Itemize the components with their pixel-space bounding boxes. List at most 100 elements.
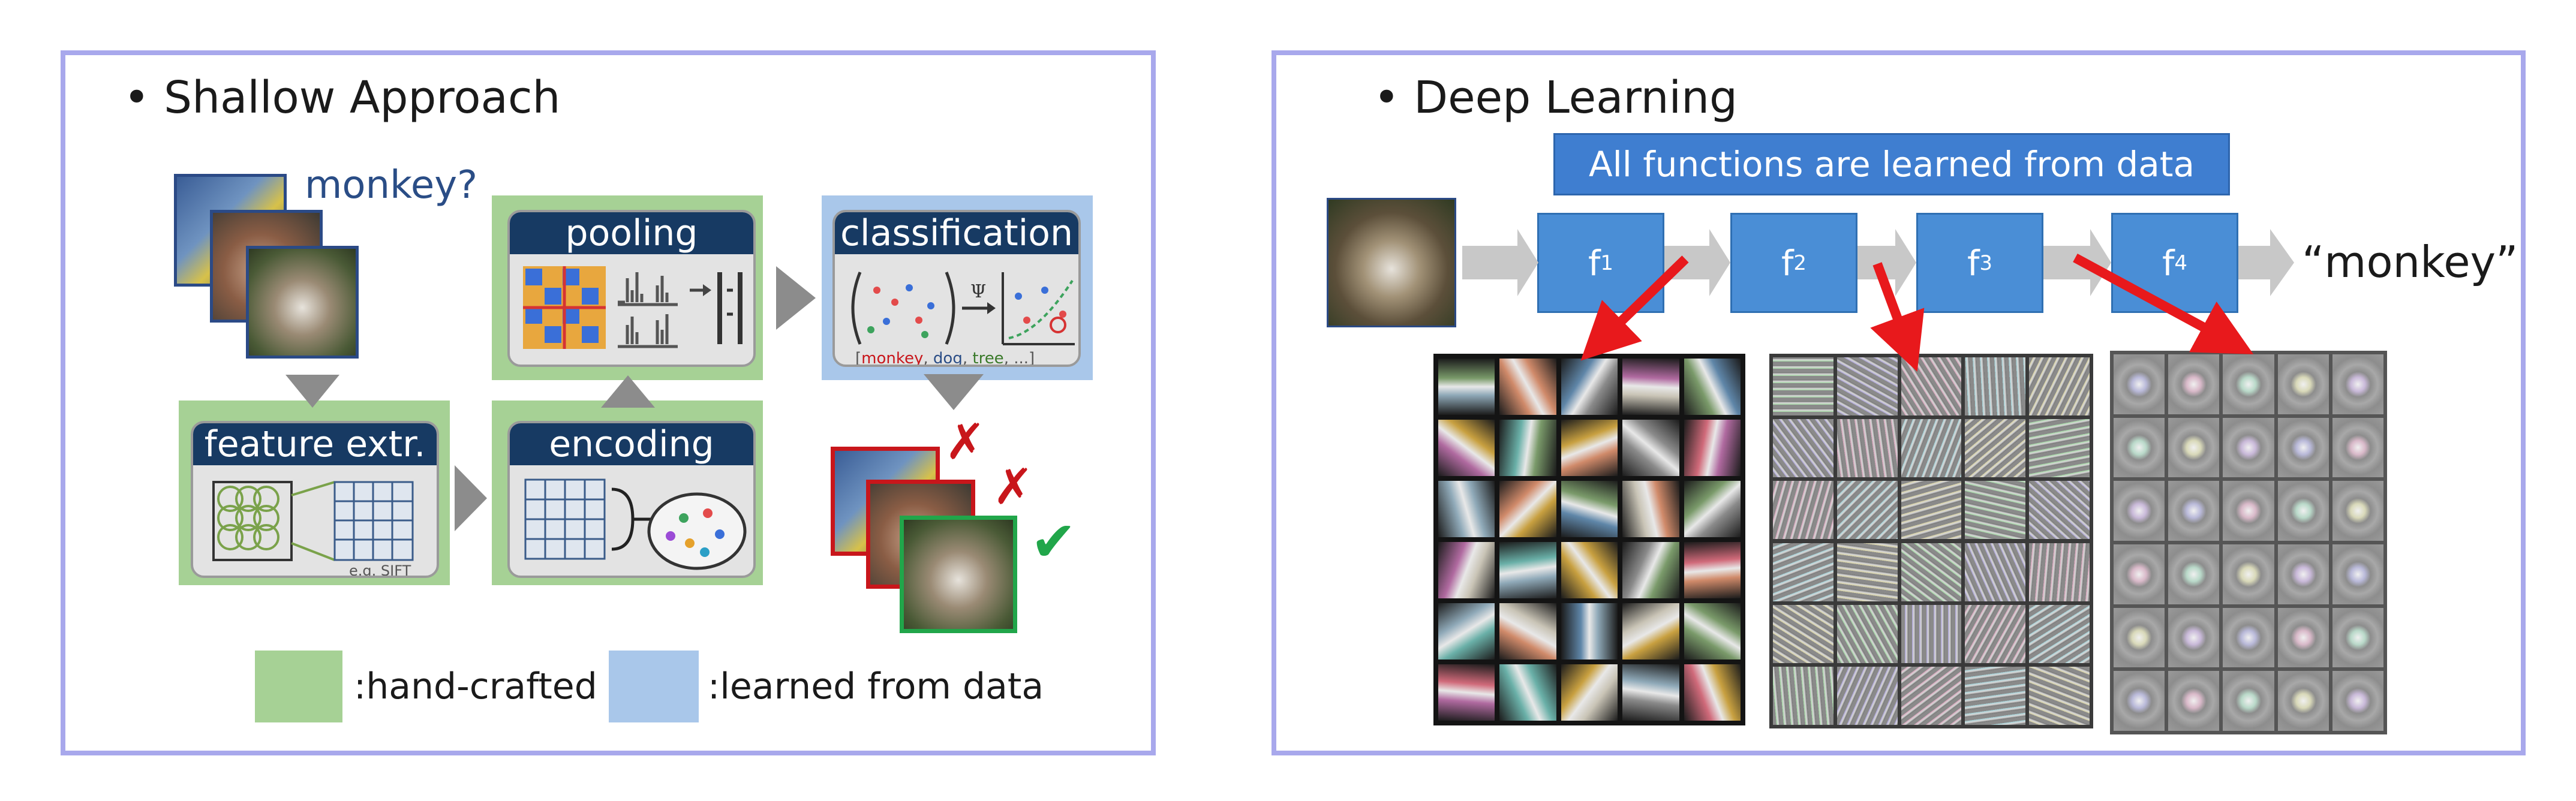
layer3-filters-grid [2110, 351, 2387, 734]
filter-tile [1622, 664, 1679, 721]
filter-tile [1438, 542, 1495, 598]
filter-tile [1499, 359, 1556, 415]
layer2-filters-grid [1769, 354, 2093, 728]
wrong-mark-car: ✗ [945, 414, 986, 471]
filter-tile [1836, 419, 1898, 478]
filter-tile [2168, 544, 2220, 604]
sift-note: e.g. SIFT [349, 562, 411, 578]
filter-tile [2277, 671, 2329, 731]
filter-tile [1773, 481, 1833, 540]
filter-tile [1684, 664, 1741, 721]
filter-tile [2168, 417, 2220, 478]
pooling-title: pooling [510, 212, 753, 254]
filter-tile [2332, 544, 2383, 604]
legend-swatch-learned [609, 651, 699, 722]
filter-tile [1684, 542, 1741, 598]
feature-extraction-title: feature extr. [193, 423, 437, 465]
filter-tile [1773, 604, 1833, 663]
filter-tile [1901, 604, 1962, 663]
learned-functions-banner: All functions are learned from data [1553, 133, 2230, 195]
filter-tile [2223, 607, 2274, 668]
filter-tile [1622, 542, 1679, 598]
pooling-card: pooling [507, 210, 756, 367]
filter-tile [2029, 419, 2090, 478]
filter-tile [1773, 543, 1833, 601]
classification-card: classification Ψ [monkey, dog, tree, ...… [832, 210, 1081, 367]
filter-tile [2332, 354, 2383, 414]
arrow-to-results [924, 374, 984, 410]
classifier-symbol: Ψ [970, 281, 986, 302]
sift-illustration: e.g. SIFT [212, 481, 414, 578]
query-label: monkey? [305, 163, 478, 207]
filter-tile [2332, 607, 2383, 668]
classification-title: classification [835, 212, 1078, 254]
filter-tile [1901, 666, 1962, 725]
filter-tile [1622, 420, 1679, 476]
filter-tile [1965, 357, 2026, 416]
legend-swatch-hand-crafted [255, 651, 342, 722]
filter-tile [2223, 671, 2274, 731]
filter-tile [2029, 604, 2090, 663]
class-label-dog: dog [933, 350, 963, 367]
filter-tile [1438, 664, 1495, 721]
filter-tile [2277, 354, 2329, 414]
filter-tile [2332, 481, 2383, 541]
filter-tile [1965, 543, 2026, 601]
filter-tile [1622, 359, 1679, 415]
class-label-tree: tree [972, 350, 1003, 367]
encoding-title: encoding [510, 423, 753, 465]
filter-tile [2114, 417, 2165, 478]
filter-tile [2277, 481, 2329, 541]
filter-tile [1499, 664, 1556, 721]
filter-tile [1965, 481, 2026, 540]
svg-text:[monkey, dog, tree, ...]: [monkey, dog, tree, ...] [855, 350, 1035, 367]
filter-tile [1499, 542, 1556, 598]
filter-tile [1901, 419, 1962, 478]
feature-extraction-card: feature extr. e.g. SIFT [191, 421, 439, 578]
filter-tile [1773, 357, 1833, 416]
shallow-approach-heading: • Shallow Approach [124, 72, 561, 124]
filter-tile [1622, 603, 1679, 660]
filter-tile [1438, 481, 1495, 537]
filter-tile [2223, 417, 2274, 478]
filter-tile [1499, 420, 1556, 476]
filter-tile [1622, 481, 1679, 537]
output-image-monkey [900, 516, 1017, 633]
filter-tile [1965, 419, 2026, 478]
filter-tile [1773, 666, 1833, 725]
filter-tile [1836, 604, 1898, 663]
filter-tile [2114, 354, 2165, 414]
filter-tile [2168, 354, 2220, 414]
filter-tile [1773, 419, 1833, 478]
correct-mark-monkey: ✔ [1030, 510, 1077, 574]
filter-tile [1684, 359, 1741, 415]
filter-tile [1836, 481, 1898, 540]
classification-illustration: Ψ [monkey, dog, tree, ...] [851, 272, 1075, 367]
filter-tile [1836, 666, 1898, 725]
filter-tile [1438, 420, 1495, 476]
filter-tile [2332, 671, 2383, 731]
filter-tile [2332, 417, 2383, 478]
filter-tile [2168, 607, 2220, 668]
filter-tile [1438, 603, 1495, 660]
input-image-monkey [246, 246, 359, 359]
class-label-monkey: monkey [861, 350, 923, 367]
filter-tile [2114, 544, 2165, 604]
filter-tile [1684, 420, 1741, 476]
legend-label-hand-crafted: :hand-crafted [354, 666, 597, 707]
filter-tile [1561, 664, 1618, 721]
filter-tile [2168, 481, 2220, 541]
filter-tile [2029, 481, 2090, 540]
filter-tile [2168, 671, 2220, 731]
red-arrows [1580, 253, 2254, 372]
encoding-card: encoding [507, 421, 756, 578]
filter-tile [2114, 607, 2165, 668]
wrong-mark-child: ✗ [993, 459, 1034, 516]
filter-tile [2114, 671, 2165, 731]
filter-tile [1965, 604, 2026, 663]
arrow-to-classification [776, 266, 816, 330]
filter-tile [1561, 481, 1618, 537]
